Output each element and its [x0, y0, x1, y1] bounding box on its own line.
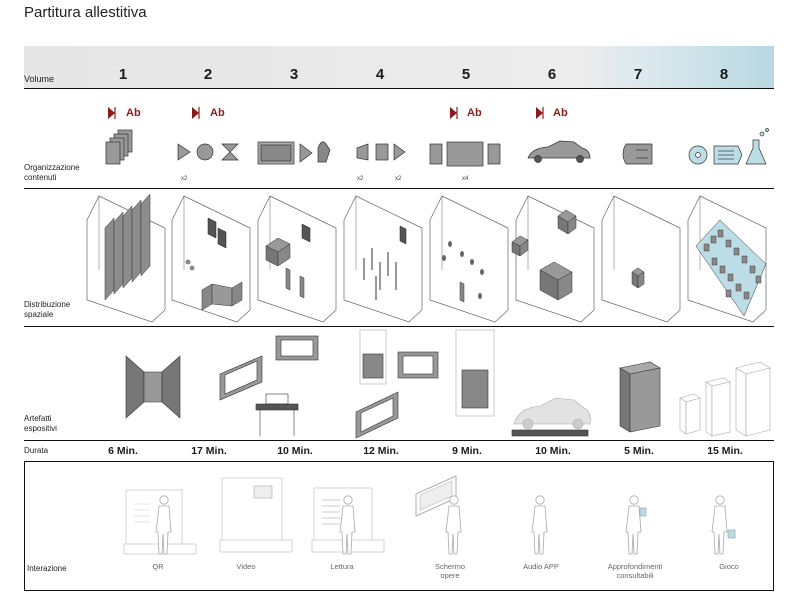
interaction-schermo-figure: [415, 475, 462, 555]
duration-3: 10 Min.: [277, 445, 313, 457]
interaction-label-audio-app: Audio APP: [523, 562, 559, 571]
interaction-audio-figure: [531, 495, 548, 555]
artifact-6-car: [511, 397, 591, 437]
interaction-approfondimenti-figure: [625, 495, 647, 555]
org-icon-3-screen: [257, 141, 331, 165]
space-room-8: [687, 195, 767, 323]
interaction-label-lettura: Lettura: [330, 562, 354, 571]
interaction-label-approfondimenti-line1: Approfondimenti: [607, 562, 663, 571]
rule-distribuzione: [24, 326, 774, 327]
ab-badge-5: Ab: [467, 107, 482, 119]
interaction-label-gioco: Gioco: [719, 562, 739, 571]
space-room-4: [343, 195, 423, 323]
ab-flag-6: [535, 106, 544, 120]
interaction-label-approfondimenti: Approfondimenti consultabili: [590, 562, 680, 580]
interaction-gioco-figure: [711, 495, 736, 555]
ab-flag-2: [191, 106, 200, 120]
interazione-box: [24, 461, 774, 591]
interaction-label-approfondimenti-line2: consultabili: [616, 571, 654, 580]
interaction-label-video: Video: [236, 562, 256, 571]
duration-1: 6 Min.: [108, 445, 138, 457]
ab-flag-1: [107, 106, 116, 120]
ab-badge-1: Ab: [126, 107, 141, 119]
artifact-5-tall-frame: [455, 329, 495, 417]
interaction-video-figure: [219, 477, 293, 553]
duration-6: 10 Min.: [535, 445, 571, 457]
duration-2: 17 Min.: [191, 445, 227, 457]
row-label-organizzazione-line1: Organizzazione: [24, 163, 80, 172]
row-label-artefatti-line1: Artefatti: [24, 414, 52, 423]
volume-number-6: 6: [547, 66, 557, 83]
row-label-organizzazione-line2: contenuti: [24, 173, 57, 182]
volume-number-7: 7: [633, 66, 643, 83]
row-label-distribuzione-line1: Distribuzione: [24, 300, 71, 309]
artifact-1-folding-panel: [125, 355, 181, 419]
row-label-artefatti-line2: espositivi: [24, 424, 57, 433]
interaction-label-qr: QR: [152, 562, 164, 571]
rule-volume: [24, 88, 774, 89]
org-icon-7-cylinder: [622, 143, 653, 165]
ab-flag-5: [449, 106, 458, 120]
multiplier-col4-b: x2: [395, 176, 402, 182]
interaction-lettura-figure: [311, 487, 385, 555]
org-icon-6-car: [527, 140, 591, 163]
duration-5: 9 Min.: [452, 445, 482, 457]
row-label-artefatti: Artefatti espositivi: [24, 414, 114, 434]
space-room-5: [429, 195, 509, 323]
multiplier-col5: x4: [462, 176, 469, 182]
row-label-durata: Durata: [24, 446, 49, 455]
duration-8: 15 Min.: [707, 445, 743, 457]
rule-artefatti: [24, 440, 774, 441]
page-title: Partitura allestitiva: [24, 4, 147, 21]
space-room-2: [171, 195, 251, 323]
space-room-3: [257, 195, 337, 323]
ab-badge-2: Ab: [210, 107, 225, 119]
interaction-label-schermo: Schermo: [434, 562, 465, 571]
artifact-4-screens: [355, 329, 439, 439]
org-icon-2-shapes: [177, 143, 239, 161]
rule-organizzazione: [24, 188, 774, 189]
ab-badge-6: Ab: [553, 107, 568, 119]
artifact-8-boxes: [679, 361, 771, 437]
row-label-organizzazione: Organizzazione contenuti: [24, 163, 114, 183]
artifact-2-screens-desk: [219, 335, 319, 436]
row-label-interazione: Interazione: [27, 564, 67, 573]
volume-number-1: 1: [118, 66, 128, 83]
org-icon-1-stacked-panels: [105, 129, 133, 165]
org-icon-5-panels: [429, 141, 501, 167]
volume-number-2: 2: [203, 66, 213, 83]
row-label-distribuzione: Distribuzione spaziale: [24, 300, 114, 320]
interaction-label-opere: opere: [440, 571, 460, 580]
duration-7: 5 Min.: [624, 445, 654, 457]
duration-4: 12 Min.: [363, 445, 399, 457]
space-room-1: [86, 193, 166, 323]
multiplier-col4-a: x2: [357, 176, 364, 182]
space-room-7: [601, 195, 681, 323]
row-label-distribuzione-line2: spaziale: [24, 310, 54, 319]
interaction-label-schermo-opere: Schermo opere: [405, 562, 495, 580]
volume-number-8: 8: [719, 66, 729, 83]
artifact-7-cabinet: [619, 361, 661, 433]
row-label-volume: Volume: [24, 74, 55, 84]
org-icon-8-blue-items: [688, 128, 769, 165]
multiplier-col2: x2: [181, 176, 188, 182]
volume-number-3: 3: [289, 66, 299, 83]
volume-number-5: 5: [461, 66, 471, 83]
space-room-6: [511, 195, 595, 323]
interaction-qr-figure: [123, 489, 197, 555]
volume-number-4: 4: [375, 66, 385, 83]
volume-header-band: [24, 46, 774, 88]
org-icon-4-panels: [356, 143, 406, 161]
